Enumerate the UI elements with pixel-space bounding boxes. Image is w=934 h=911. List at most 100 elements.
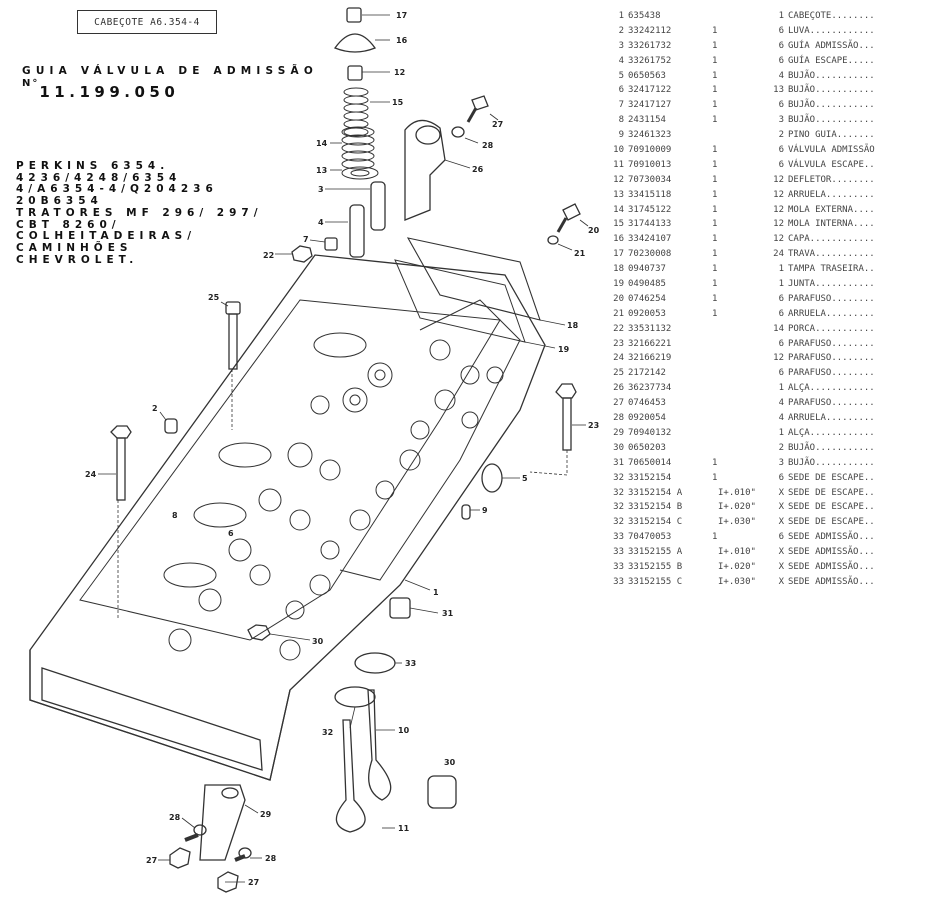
part-number: N°11.199.050 <box>22 78 179 101</box>
part-number: 2172142 <box>628 368 666 379</box>
part-number: 33152154 C <box>628 517 683 528</box>
part-description: PORCA........... <box>788 323 875 334</box>
part-number: 33152155 A <box>628 547 683 558</box>
part-ref: 30 <box>613 442 624 453</box>
part-number: 33424107 <box>628 234 672 245</box>
part-number: 70650014 <box>628 457 672 468</box>
callout-5: 5 <box>522 474 528 483</box>
part-qualifier: 1 <box>712 293 718 304</box>
callout-33: 33 <box>405 659 416 668</box>
part-ref: 15 <box>613 219 624 230</box>
part-ref: 24 <box>613 353 624 364</box>
application-line: CAMINHÕES <box>16 241 133 254</box>
part-quantity: 12 <box>773 174 784 185</box>
part-number: 33152155 B <box>628 561 683 572</box>
part-number-value: 11.199.050 <box>39 83 180 101</box>
part-number: 32417127 <box>628 100 672 111</box>
application-line: COLHEITADEIRAS/ <box>16 230 197 243</box>
callout-6: 6 <box>228 529 234 538</box>
callout-29: 29 <box>260 810 272 819</box>
callout-1: 1 <box>433 588 439 597</box>
callout-24: 24 <box>85 470 97 479</box>
part-qualifier: 1 <box>712 159 718 170</box>
part-quantity: X <box>778 502 784 513</box>
part-description: BUJÃO........... <box>788 70 875 81</box>
part-quantity: 12 <box>773 353 784 364</box>
part-number: 33261732 <box>628 40 672 51</box>
part-ref: 17 <box>613 249 624 260</box>
callout-21: 21 <box>574 249 586 258</box>
part-number: 70470053 <box>628 532 672 543</box>
callout-15: 15 <box>392 98 404 107</box>
part-description: SEDE DE ESCAPE.. <box>788 472 875 483</box>
part-qualifier: 1 <box>712 249 718 260</box>
part-ref: 16 <box>613 234 624 245</box>
application-line: CBT 8260/ <box>16 218 121 231</box>
application-line: PERKINS 6354. <box>16 160 170 172</box>
part-ref: 5 <box>618 70 624 81</box>
part-qualifier: 1 <box>712 279 718 290</box>
part-quantity: 12 <box>773 189 784 200</box>
title-box-text: CABEÇOTE A6.354-4 <box>94 16 200 28</box>
part-quantity: 6 <box>778 55 784 66</box>
callout-22: 22 <box>263 251 274 260</box>
part-number: 33152154 A <box>628 487 683 498</box>
part-ref: 32 <box>613 487 624 498</box>
part-qualifier: 1 <box>712 25 718 36</box>
callout-31: 31 <box>442 609 454 618</box>
part-description: CABEÇOTE........ <box>788 11 875 21</box>
part-description: ARRUELA......... <box>788 189 875 200</box>
callout-16: 16 <box>396 36 408 45</box>
callout-9: 9 <box>482 506 488 515</box>
part-description: TRAVA........... <box>788 249 875 260</box>
part-quantity: 6 <box>778 338 784 349</box>
callout-13: 13 <box>316 166 327 175</box>
part-number: 33261752 <box>628 55 672 66</box>
part-description: JUNTA........... <box>788 279 875 290</box>
callout-12: 12 <box>394 68 405 77</box>
part-number: 70230008 <box>628 249 672 260</box>
callout-23: 23 <box>588 421 599 430</box>
part-quantity: X <box>778 547 784 558</box>
part-number: 0650203 <box>628 442 666 453</box>
part-quantity: 12 <box>773 204 784 215</box>
application-line: 4236/4248/6354 <box>16 171 182 184</box>
part-ref: 6 <box>618 85 624 96</box>
part-qualifier: I+.010" <box>718 547 756 558</box>
part-quantity: 6 <box>778 159 784 170</box>
application-line: CHEVROLET. <box>16 253 139 266</box>
part-number: 0920053 <box>628 308 666 319</box>
part-qualifier: 1 <box>712 85 718 96</box>
part-description: SEDE DE ESCAPE.. <box>788 502 875 513</box>
part-ref: 14 <box>613 204 624 215</box>
part-description: TAMPA TRASEIRA.. <box>788 264 875 275</box>
part-description: BUJÃO........... <box>788 457 875 468</box>
part-number-prefix: N° <box>22 78 40 89</box>
part-qualifier: 1 <box>712 472 718 483</box>
part-description: VÁLVULA ADMISSÃO <box>788 145 875 156</box>
part-ref: 18 <box>613 264 624 275</box>
callout-27: 27 <box>492 120 503 129</box>
callout-28-right: 28 <box>265 854 277 863</box>
part-quantity: X <box>778 576 784 587</box>
part-quantity: 6 <box>778 40 784 51</box>
callout-30-bottom: 30 <box>444 758 456 767</box>
part-number: 33242112 <box>628 25 672 36</box>
part-ref: 1 <box>618 11 624 21</box>
part-quantity: 2 <box>778 130 784 141</box>
part-number: 0746453 <box>628 398 666 409</box>
part-quantity: X <box>778 561 784 572</box>
part-quantity: 4 <box>778 398 784 409</box>
callout-11: 11 <box>398 824 410 833</box>
part-number: 0746254 <box>628 293 666 304</box>
part-description: SEDE ADMISSÃO... <box>788 532 875 543</box>
part-ref: 12 <box>613 174 624 185</box>
part-ref: 32 <box>613 472 624 483</box>
part-quantity: 6 <box>778 145 784 156</box>
callout-7: 7 <box>303 235 309 244</box>
part-number: 32461323 <box>628 130 672 141</box>
part-quantity: 6 <box>778 308 784 319</box>
part-description: GUÍA ESCAPE..... <box>788 55 875 66</box>
part-ref: 32 <box>613 502 624 513</box>
callout-4: 4 <box>318 218 324 227</box>
